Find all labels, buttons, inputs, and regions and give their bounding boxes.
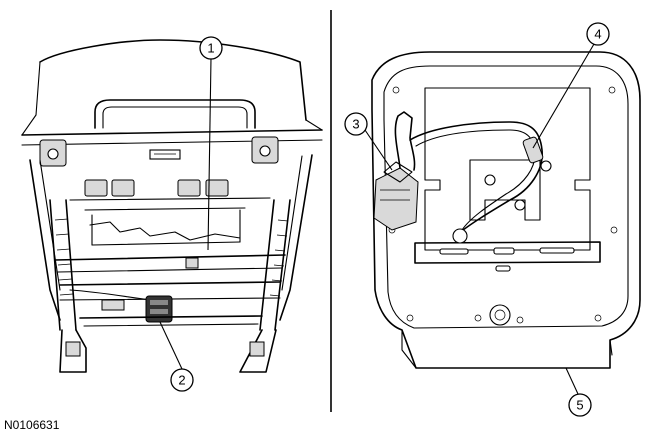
callout-4-label: 4 (594, 27, 601, 42)
callout-1-label: 1 (207, 41, 214, 56)
harness-callout-4-component (394, 111, 552, 244)
seat-frame-illustration (21, 39, 323, 373)
figure-id-label: N0106631 (4, 418, 60, 432)
seat-back-panel-illustration (371, 51, 641, 369)
callout-circle-5 (568, 393, 592, 417)
callout-circle-3 (344, 112, 368, 136)
module-callout-3-component (373, 161, 419, 231)
callout-5-label: 5 (576, 398, 583, 413)
callout-circle-2 (170, 368, 194, 392)
callout-circle-1 (199, 36, 223, 60)
callout-3-label: 3 (352, 117, 359, 132)
callout-circle-4 (586, 22, 610, 46)
module-callout-2-component (145, 295, 173, 323)
callout-2-label: 2 (178, 373, 185, 388)
